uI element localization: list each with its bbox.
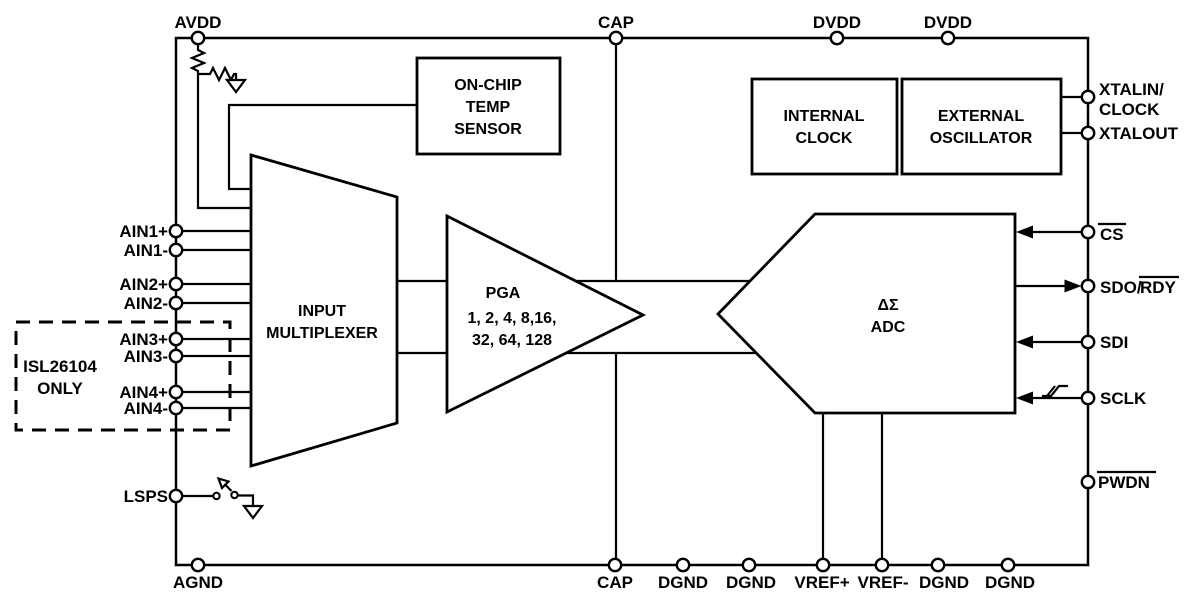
pin-ain3p xyxy=(168,331,184,347)
switch-contact-2 xyxy=(230,490,239,500)
temp-sensor-block xyxy=(415,56,562,156)
pin-sclk-label: SCLK xyxy=(1100,389,1147,408)
pga-block xyxy=(445,213,647,415)
sdo-rdy-arrowhead-icon xyxy=(1064,279,1082,293)
ground-icon-lsps xyxy=(241,504,265,520)
pin-vref-minus-label: VREF- xyxy=(858,573,909,592)
sclk-arrowhead-icon xyxy=(1016,391,1033,405)
pin-xtalin-label-line1: XTALIN/ xyxy=(1099,80,1164,99)
temp-sensor-label-line1: ON-CHIP xyxy=(454,77,522,94)
pin-ain2p-label: AIN2+ xyxy=(119,275,168,294)
pin-ain4p xyxy=(168,384,184,400)
pin-agnd-label: AGND xyxy=(173,573,223,592)
input-multiplexer-block xyxy=(249,153,399,468)
pin-dgnd-2 xyxy=(741,557,757,573)
pin-avdd xyxy=(190,30,206,46)
pin-cs xyxy=(1080,224,1096,240)
pin-ain3p-label: AIN3+ xyxy=(119,330,168,349)
pin-dvdd-1-label: DVDD xyxy=(813,13,861,32)
pin-dvdd-2 xyxy=(940,30,956,46)
pin-avdd-label: AVDD xyxy=(175,13,222,32)
adc-label-line1: ΔΣ xyxy=(877,297,899,314)
external-oscillator-label-line2: OSCILLATOR xyxy=(930,130,1033,147)
pin-rdy-label: RDY xyxy=(1140,278,1177,297)
pin-ain1n xyxy=(168,242,184,258)
bias-resistor-wire xyxy=(198,65,238,83)
internal-clock-block xyxy=(750,77,899,176)
pin-ain2n xyxy=(168,295,184,311)
temp-sensor-label-line2: TEMP xyxy=(466,99,511,116)
schmitt-trigger-icon-slant xyxy=(1046,385,1056,397)
temp-sensor-wire xyxy=(227,103,417,191)
pin-ain2p xyxy=(168,276,184,292)
pga-label-line1: PGA xyxy=(486,285,521,302)
pin-ain2n-label: AIN2- xyxy=(124,294,168,313)
pin-xtalin-clock xyxy=(1080,89,1096,105)
pin-dgnd-1 xyxy=(675,557,691,573)
switch-arm xyxy=(224,483,233,492)
pin-cs-label: CS xyxy=(1100,225,1124,244)
pin-vref-plus-label: VREF+ xyxy=(794,573,849,592)
switch-arrow-icon xyxy=(216,476,231,490)
input-multiplexer-label-line1: INPUT xyxy=(298,303,346,320)
switch-contact-1 xyxy=(212,491,221,501)
pin-ain1p-label: AIN1+ xyxy=(119,222,168,241)
pin-xtalout xyxy=(1080,125,1096,141)
pin-ain3n-label: AIN3- xyxy=(124,347,168,366)
pin-lsps xyxy=(168,488,184,504)
pin-sclk xyxy=(1080,390,1096,406)
pin-pwdn-label: PWDN xyxy=(1098,473,1150,492)
pin-dvdd-1 xyxy=(829,30,845,46)
pin-vref-plus xyxy=(815,557,831,573)
pin-cap-bottom xyxy=(607,557,623,573)
pin-ain4n-label: AIN4- xyxy=(124,399,168,418)
pin-ain1n-label: AIN1- xyxy=(124,241,168,260)
pin-sdo-label: SDO/ xyxy=(1100,278,1142,297)
pga-label-line3: 32, 64, 128 xyxy=(472,332,552,349)
pin-pwdn xyxy=(1080,474,1096,490)
avdd-resistor-wire xyxy=(189,44,251,210)
pin-dgnd-2-label: DGND xyxy=(726,573,776,592)
isl26104-only-label-line2: ONLY xyxy=(37,379,83,398)
isl26104-only-label-line1: ISL26104 xyxy=(23,357,97,376)
temp-sensor-label-line3: SENSOR xyxy=(454,121,522,138)
pin-xtalout-label: XTALOUT xyxy=(1099,124,1179,143)
pin-dgnd-3 xyxy=(930,557,946,573)
pin-ain4n xyxy=(168,400,184,416)
pin-dgnd-4-label: DGND xyxy=(985,573,1035,592)
pin-ain4p-label: AIN4+ xyxy=(119,383,168,402)
pin-agnd xyxy=(190,557,206,573)
external-oscillator-block xyxy=(900,77,1063,176)
sdi-arrowhead-icon xyxy=(1016,335,1033,349)
switch-ground-wire xyxy=(238,494,255,506)
pin-lsps-label: LSPS xyxy=(124,487,168,506)
pin-ain1p xyxy=(168,223,184,239)
ground-icon-top xyxy=(224,78,248,94)
pin-xtalin-label-line2: CLOCK xyxy=(1099,100,1160,119)
pin-cap-top-label: CAP xyxy=(598,13,634,32)
pin-sdo-rdy xyxy=(1080,278,1096,294)
pin-ain3n xyxy=(168,348,184,364)
pin-vref-minus xyxy=(874,557,890,573)
schmitt-trigger-icon xyxy=(1042,384,1068,398)
pin-sdi xyxy=(1080,334,1096,350)
pin-sdi-label: SDI xyxy=(1100,333,1128,352)
delta-sigma-adc-block xyxy=(716,212,1017,415)
pin-dgnd-1-label: DGND xyxy=(658,573,708,592)
pin-dvdd-2-label: DVDD xyxy=(924,13,972,32)
pin-dgnd-3-label: DGND xyxy=(919,573,969,592)
cs-arrowhead-icon xyxy=(1016,225,1033,239)
pga-label-line2: 1, 2, 4, 8,16, xyxy=(468,310,557,327)
pin-cap-top xyxy=(608,30,624,46)
pin-dgnd-4 xyxy=(1000,557,1016,573)
internal-clock-label-line1: INTERNAL xyxy=(784,108,865,125)
input-multiplexer-label-line2: MULTIPLEXER xyxy=(266,325,378,342)
adc-label-line2: ADC xyxy=(871,319,906,336)
pin-cap-bottom-label: CAP xyxy=(597,573,633,592)
external-oscillator-label-line1: EXTERNAL xyxy=(938,108,1024,125)
internal-clock-label-line2: CLOCK xyxy=(796,130,853,147)
